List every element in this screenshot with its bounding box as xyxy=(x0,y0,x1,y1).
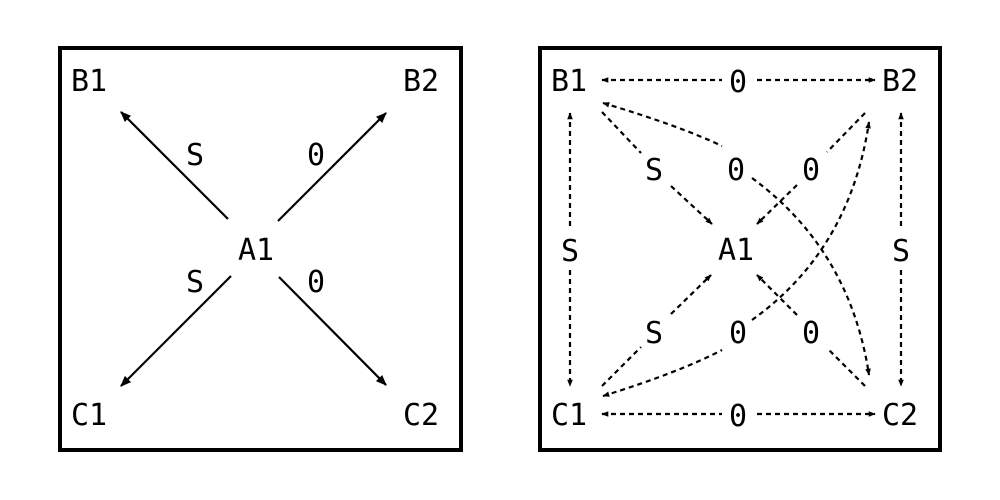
right-label-b1-b2: 0 xyxy=(729,65,747,100)
right-label-b1-c1: S xyxy=(561,234,579,269)
right-edge-b1-a1-b xyxy=(670,185,713,225)
right-edge-c1-a1-b xyxy=(670,274,712,315)
right-label-c1-a1: S xyxy=(645,316,663,351)
right-edge-b2-a1-a xyxy=(826,112,866,153)
right-panel: B1 B2 A1 C1 C2 0 xyxy=(538,46,942,452)
right-edge-c1-b2-a xyxy=(602,349,723,398)
left-label-a1-c1: S xyxy=(186,265,204,300)
right-label-b1-a1: S xyxy=(645,153,663,188)
left-node-c1: C1 xyxy=(71,398,107,433)
right-node-c1: C1 xyxy=(551,398,587,433)
right-node-a1: A1 xyxy=(718,233,754,268)
right-edge-b1-c2-a xyxy=(602,101,723,147)
left-node-c2: C2 xyxy=(403,398,439,433)
right-label-b2-a1: 0 xyxy=(802,153,820,188)
right-label-b1-c2: 0 xyxy=(727,153,745,188)
right-node-b2: B2 xyxy=(882,64,918,99)
left-node-b2: B2 xyxy=(403,64,439,99)
right-edge-b2-a1-b xyxy=(756,184,798,225)
left-label-a1-b1: S xyxy=(186,138,204,173)
left-panel: B1 B2 A1 C1 C2 S 0 S 0 xyxy=(58,46,463,452)
right-edge-c2-a1-b xyxy=(756,274,798,316)
right-label-c2-a1: 0 xyxy=(802,316,820,351)
right-edge-c1-a1-a xyxy=(601,346,642,387)
right-panel-frame xyxy=(538,46,942,452)
right-edge-c1-b2-b xyxy=(751,121,871,321)
right-edge-b1-c2-b xyxy=(751,177,871,376)
left-panel-frame xyxy=(58,46,463,452)
left-edge-a1-b1 xyxy=(120,111,229,220)
right-node-b1: B1 xyxy=(551,64,587,99)
left-label-a1-c2: 0 xyxy=(307,265,325,300)
left-node-b1: B1 xyxy=(71,64,107,99)
right-edge-c2-a1-a xyxy=(826,347,866,387)
left-edge-a1-b2 xyxy=(277,112,387,222)
right-node-c2: C2 xyxy=(882,398,918,433)
right-label-c1-c2: 0 xyxy=(729,399,747,434)
right-label-c1-b2: 0 xyxy=(729,316,747,351)
left-label-a1-b2: 0 xyxy=(307,138,325,173)
left-edge-a1-c1 xyxy=(120,275,232,387)
right-label-b2-c2: S xyxy=(892,234,910,269)
left-edge-a1-c2 xyxy=(278,276,387,386)
right-edge-b1-a1-a xyxy=(601,111,642,154)
left-node-a1: A1 xyxy=(238,233,274,268)
